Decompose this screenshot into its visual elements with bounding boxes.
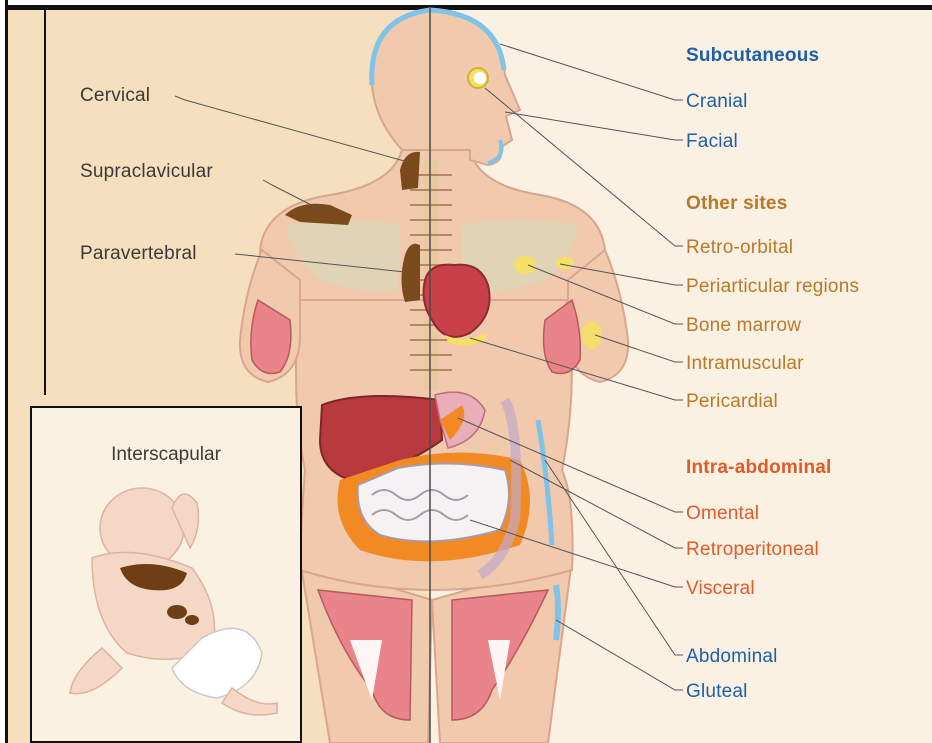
visceral-label: Visceral (686, 579, 755, 598)
periarticular-fat (514, 256, 536, 274)
subcutaneous-heading: Subcutaneous (686, 46, 819, 65)
periarticular-label: Periarticular regions (686, 277, 859, 296)
interscapular-inset: Interscapular (30, 406, 302, 743)
bone-marrow-fat (556, 257, 574, 269)
intramuscular-label: Intramuscular (686, 354, 804, 373)
bone-marrow-label: Bone marrow (686, 316, 801, 335)
infant-illustration (32, 408, 300, 741)
paravertebral-label: Paravertebral (80, 244, 197, 263)
retroperitoneal-label: Retroperitoneal (686, 540, 819, 559)
eye-white (474, 72, 486, 84)
omental-label: Omental (686, 504, 759, 523)
cervical-label: Cervical (80, 86, 150, 105)
intra-abdominal-heading: Intra-abdominal (686, 458, 832, 477)
abdominal-label: Abdominal (686, 647, 778, 666)
intestines (358, 463, 509, 541)
gluteal-fat-layer (556, 585, 558, 640)
cranial-label: Cranial (686, 92, 748, 111)
supraclavicular-label: Supraclavicular (80, 162, 213, 181)
intramuscular-fat (582, 321, 602, 349)
other-sites-heading: Other sites (686, 194, 787, 213)
pericardial-label: Pericardial (686, 392, 778, 411)
gluteal-label: Gluteal (686, 682, 748, 701)
facial-label: Facial (686, 132, 738, 151)
retro-orbital-label: Retro-orbital (686, 238, 793, 257)
